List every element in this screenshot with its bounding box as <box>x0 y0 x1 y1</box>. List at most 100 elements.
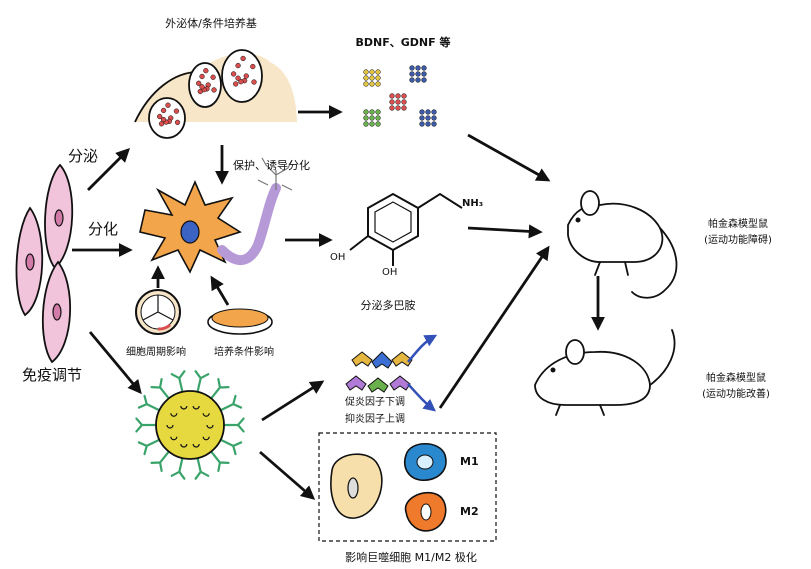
label-cellcycle: 细胞周期影响 <box>126 347 186 358</box>
immune-mark <box>180 443 188 448</box>
dopamine-structure <box>349 192 463 266</box>
label-antiinflam: 抑炎因子上调 <box>345 414 405 425</box>
immune-mark <box>206 424 214 429</box>
arrow-msc-to-immune <box>88 331 142 395</box>
decor-dot <box>160 116 167 123</box>
decor-dot <box>369 81 375 87</box>
macrophage-box <box>318 432 497 542</box>
label-factors: BDNF、GDNF 等 <box>355 36 451 49</box>
decor-dot <box>419 115 425 121</box>
macrophage-nucleus <box>347 477 359 499</box>
decor-dot <box>431 109 437 115</box>
arrow-dopamine-to-mouse <box>467 224 543 239</box>
decor-dot <box>421 65 427 71</box>
growth-factor-dots <box>363 65 437 127</box>
decor-dot <box>419 121 425 127</box>
decor-dot <box>203 68 209 74</box>
m1-nucleus <box>416 454 434 470</box>
msc-nucleus-top <box>54 209 64 227</box>
decor-dot <box>173 108 180 114</box>
immune-mark <box>192 405 200 410</box>
label-m1: M1 <box>460 455 479 468</box>
decor-dot <box>230 71 237 77</box>
decor-dot <box>238 79 244 85</box>
label-protect: 保护、诱导分化 <box>233 159 310 172</box>
arrow-inflammation-to-mouse <box>438 245 550 409</box>
decor-dot <box>369 115 375 121</box>
label-m2: M2 <box>460 505 479 518</box>
decor-dot <box>363 109 369 115</box>
decor-dot <box>409 71 415 77</box>
decor-dot <box>401 105 407 111</box>
decor-dot <box>421 71 427 77</box>
decor-dot <box>415 77 421 83</box>
exosome-vesicle-2 <box>188 62 222 108</box>
arrow-factors-to-mouse <box>467 133 551 182</box>
label-pd-mouse-2: 帕金森模型鼠 <box>706 373 766 384</box>
decor-dot <box>251 79 257 85</box>
label-secrete: 分泌 <box>68 147 99 165</box>
decor-dot <box>395 93 401 99</box>
decor-dot <box>419 109 425 115</box>
decor-dot <box>158 121 165 127</box>
arrow-immune-to-macrophage <box>259 450 316 500</box>
decor-dot <box>233 81 239 87</box>
decor-dot <box>240 55 246 62</box>
arrow-immune-to-factors <box>261 380 325 422</box>
black-arrows <box>72 105 605 500</box>
decor-dot <box>210 74 216 80</box>
decor-dot <box>431 115 437 121</box>
label-exosome: 外泌体/条件培养基 <box>165 17 257 30</box>
label-culture: 培养条件影响 <box>214 347 274 358</box>
decor-dot <box>395 99 401 105</box>
decor-dot <box>375 75 381 81</box>
immune-cell <box>135 370 245 480</box>
decor-dot <box>425 109 431 115</box>
decor-dot <box>363 81 369 87</box>
neuron-dendrite <box>257 157 293 191</box>
decor-dot <box>199 84 205 90</box>
label-immune: 免疫调节 <box>22 366 83 384</box>
decor-dot <box>415 65 421 71</box>
decor-dot <box>389 93 395 99</box>
decor-dot <box>425 115 431 121</box>
culture-dish-icon <box>207 308 273 335</box>
m2-nucleus <box>420 503 432 521</box>
decor-dot <box>235 62 241 69</box>
decor-dot <box>199 73 205 80</box>
arrow-culture-to-neuron <box>210 275 230 306</box>
decor-dot <box>415 71 421 77</box>
label-pd-mouse-1: 帕金森模型鼠 <box>708 219 768 230</box>
immune-mark <box>202 436 210 441</box>
decor-dot <box>421 77 427 83</box>
label-pd-mouse-1-sub: (运动功能障碍) <box>704 235 772 246</box>
decor-dot <box>375 115 381 121</box>
decor-dot <box>363 69 369 75</box>
decor-dot <box>369 121 375 127</box>
decor-dot <box>363 121 369 127</box>
label-differentiate: 分化 <box>88 220 119 238</box>
decor-dot <box>401 93 407 99</box>
neuron <box>139 157 293 274</box>
label-oh-2: OH <box>382 267 398 278</box>
decor-dot <box>395 105 401 111</box>
blue-arrow-down <box>407 383 436 412</box>
immune-mark <box>170 436 178 441</box>
cell-cycle-icon <box>135 289 181 335</box>
decor-dot <box>363 75 369 81</box>
msc-nucleus-mid <box>25 253 35 271</box>
mouse-pd-impaired <box>567 190 678 299</box>
exosome-vesicle-1 <box>148 97 186 139</box>
label-nh3: NH₃ <box>462 198 484 209</box>
decor-dot <box>389 99 395 105</box>
decor-dot <box>375 69 381 75</box>
label-oh-1: OH <box>330 252 346 263</box>
decor-dot <box>196 80 202 86</box>
msc-nucleus-bottom <box>52 303 62 321</box>
decor-dot <box>425 121 431 127</box>
label-macrophage: 影响巨噬细胞 M1/M2 极化 <box>345 551 477 564</box>
decor-dot <box>211 87 217 93</box>
immune-mark <box>192 443 200 448</box>
